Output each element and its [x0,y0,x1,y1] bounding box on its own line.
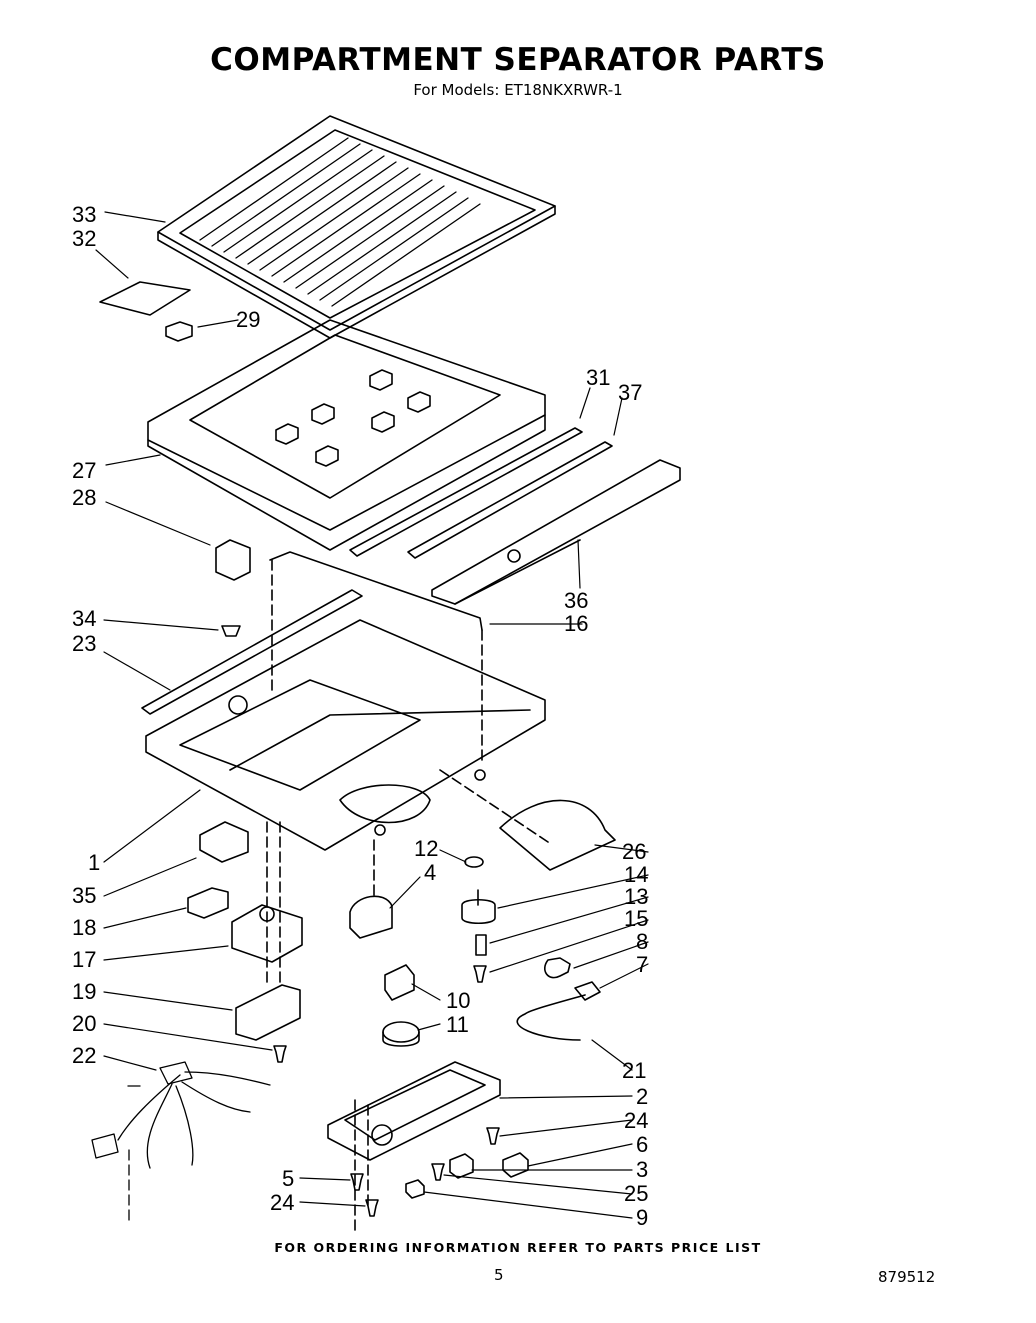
callout-22: 22 [72,1043,96,1068]
callout-14: 14 [624,862,648,887]
callout-labels: 33 32 29 27 28 31 37 36 16 34 23 1 26 12… [72,202,648,1230]
screw-part-20 [273,1045,287,1063]
document-number: 879512 [878,1268,936,1286]
pad-part [215,539,251,581]
trim-strip-part [141,589,363,715]
callout-33: 33 [72,202,96,227]
mounting-bracket-part [235,984,301,1041]
callout-7: 7 [636,952,648,977]
shelf-grille-part [157,115,556,339]
light-bulb-part [544,957,571,979]
switch-part [384,964,415,1001]
callout-12: 12 [414,836,438,861]
insulation-wedge-part [499,799,616,871]
callout-17: 17 [72,947,96,972]
callout-18: 18 [72,915,96,940]
control-rod-part [269,551,483,631]
damper-control-part [349,895,393,939]
light-housing-part [327,1061,501,1231]
thermostat-part [231,904,303,963]
leader-lines [95,211,649,1219]
bezel-part [187,887,229,919]
switch-part-6 [502,1152,529,1178]
callout-4: 4 [424,860,436,885]
callout-37: 37 [618,380,642,405]
callout-16: 16 [564,611,588,636]
screw-part-24a [486,1127,500,1145]
callout-31: 31 [586,365,610,390]
wire-harness-part [91,1061,271,1221]
callout-15: 15 [624,906,648,931]
bumper-part-9 [405,1179,425,1199]
callout-3: 3 [636,1157,648,1182]
callout-23: 23 [72,631,96,656]
callout-6: 6 [636,1132,648,1157]
rail-part-37 [407,441,613,559]
callout-28: 28 [72,485,96,510]
screw-part-24b [365,1199,379,1217]
callout-11: 11 [446,1012,469,1037]
switch-part-3 [449,1153,474,1179]
callout-20: 20 [72,1011,96,1036]
callout-24: 24 [624,1108,648,1133]
screw-part-25 [431,1163,445,1181]
callout-24b: 24 [270,1190,294,1215]
screw-part-15 [473,965,487,983]
callout-34: 34 [72,606,96,631]
callout-1: 1 [88,850,100,875]
page-title: COMPARTMENT SEPARATOR PARTS [210,42,826,78]
callout-32: 32 [72,226,96,251]
cover-plate-part [99,281,191,316]
callout-9: 9 [636,1205,648,1230]
model-subtitle: For Models: ET18NKXRWR-1 [413,81,623,99]
knob-cap-part [382,1021,420,1043]
callout-21: 21 [622,1058,646,1083]
page-number: 5 [494,1266,504,1284]
callout-27: 27 [72,458,96,483]
control-housing-part [145,619,546,851]
bushing-part [461,898,496,925]
knob-part [199,821,249,863]
washer-part [464,856,484,868]
callout-8: 8 [636,929,648,954]
rail-part-31 [349,427,583,557]
callout-25: 25 [624,1181,648,1206]
callout-10: 10 [446,988,470,1013]
callout-36: 36 [564,588,588,613]
callout-29: 29 [236,307,260,332]
callout-2: 2 [636,1084,648,1109]
damper-channel-part [431,459,681,605]
callout-5: 5 [282,1166,294,1191]
callout-26: 26 [622,839,646,864]
bumper-block-part [165,321,193,342]
callout-35: 35 [72,883,96,908]
screw-part-5 [350,1173,364,1191]
wire-lead-part [516,994,586,1041]
separator-frame-part [147,319,546,551]
grommet-part [221,625,241,637]
ordering-info-note: FOR ORDERING INFORMATION REFER TO PARTS … [274,1240,762,1255]
callout-13: 13 [624,884,648,909]
spring-part [475,934,487,956]
callout-19: 19 [72,979,96,1004]
